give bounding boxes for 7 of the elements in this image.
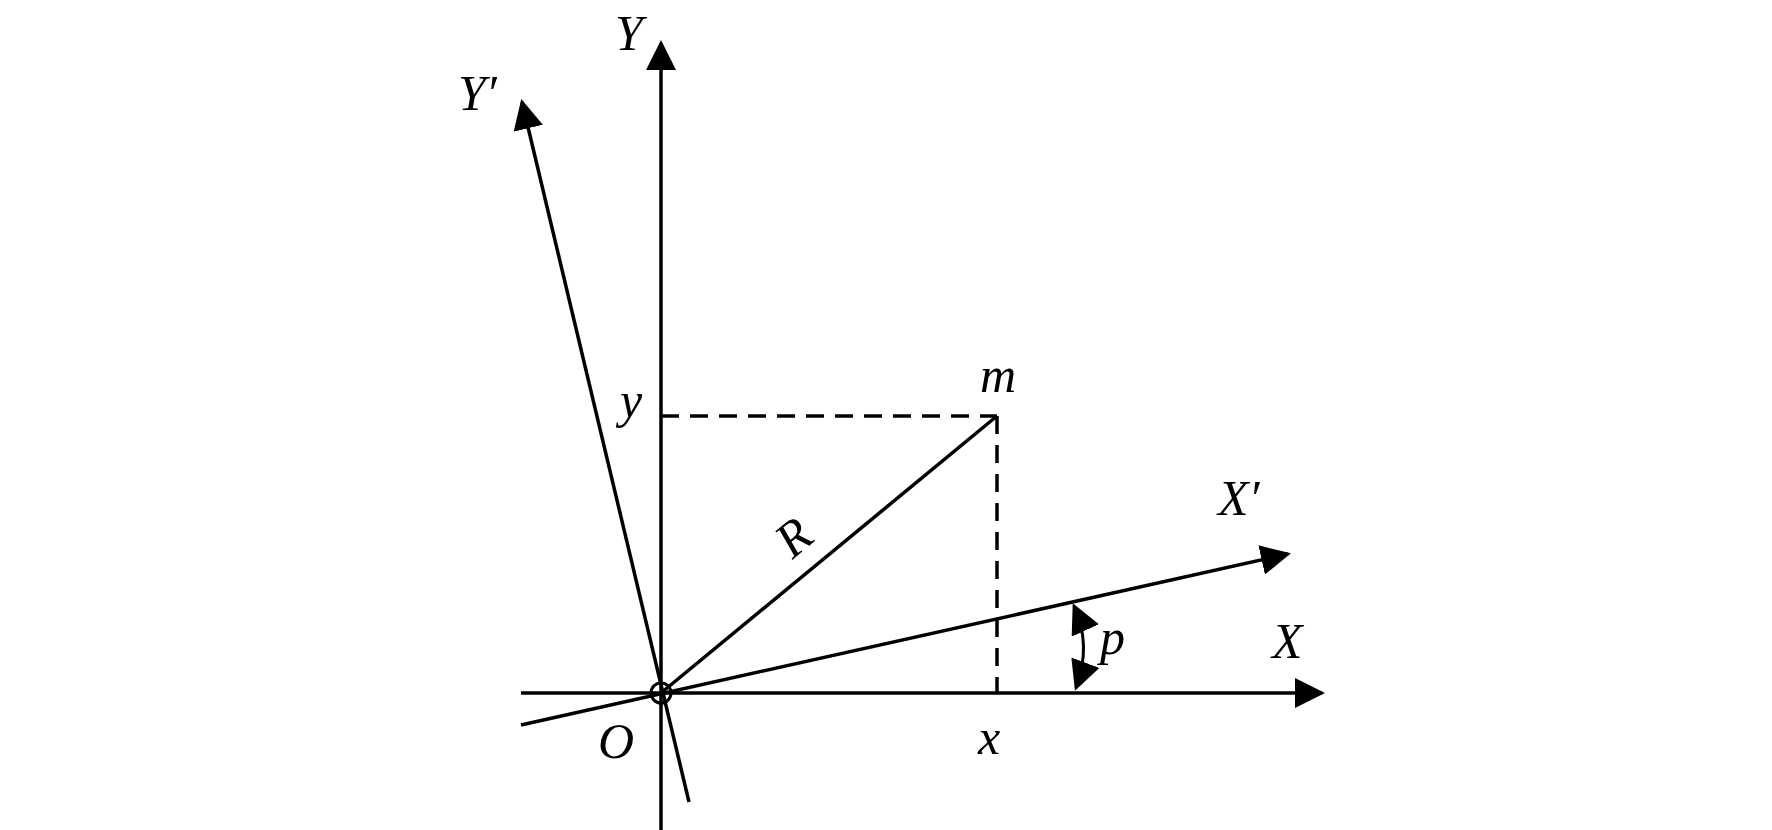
point-label: m: [980, 350, 1017, 400]
vector-label: R: [765, 508, 822, 566]
axis-label: X′: [1218, 473, 1260, 523]
coordinate-label: x: [978, 712, 1001, 762]
axis-label: X: [1272, 616, 1303, 666]
axis-label: Y′: [458, 68, 497, 118]
origin-label: O: [598, 716, 635, 766]
